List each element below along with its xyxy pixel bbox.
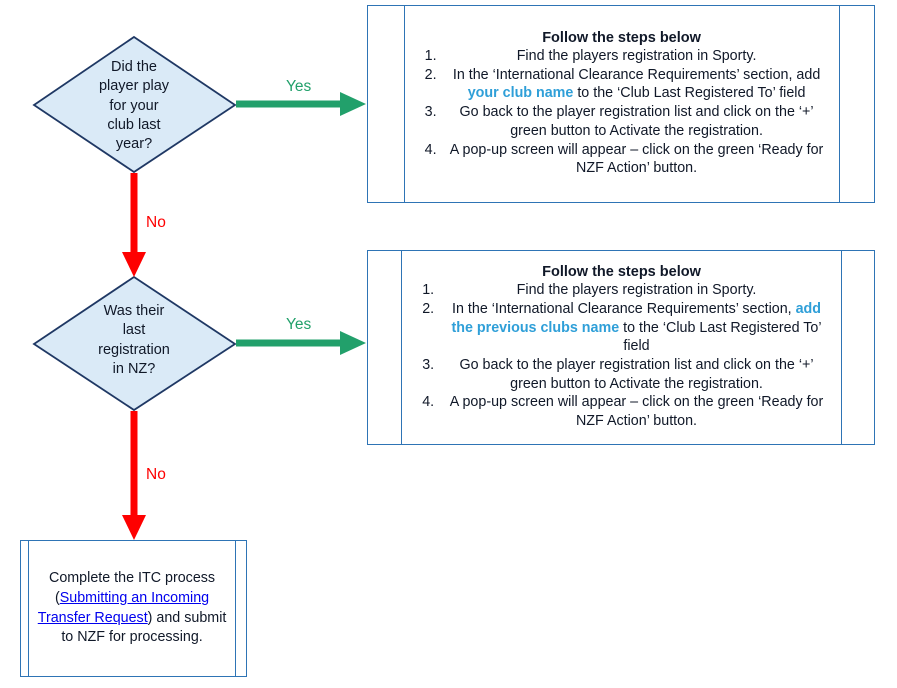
decision-2-label: Was their last registration in NZ? — [98, 303, 170, 377]
box-2-steps: Find the players registration in Sporty.… — [408, 281, 835, 431]
step-text: In the ‘International Clearance Requirem… — [452, 300, 796, 317]
box-1-content-cell: Follow the steps below Find the players … — [404, 6, 839, 202]
box-3-left-spacer-cell — [21, 541, 30, 676]
step-item: In the ‘International Clearance Requirem… — [411, 66, 833, 103]
box-3-content-cell: Complete the ITC process (Submitting an … — [29, 541, 235, 676]
box-3-right-spacer-cell — [234, 541, 247, 676]
step-item: Find the players registration in Sporty. — [411, 47, 833, 66]
edge-label-no-2: No — [146, 466, 166, 483]
instruction-box-1: Follow the steps below Find the players … — [367, 5, 875, 203]
box-2-left-spacer-cell — [368, 251, 403, 444]
box-1-steps: Find the players registration in Sporty.… — [411, 47, 833, 178]
step-item: A pop-up screen will appear – click on t… — [411, 141, 833, 178]
step-text: Find the players registration in Sporty. — [516, 47, 757, 64]
step-highlight-text: add the previous clubs name — [451, 300, 822, 336]
edge-label-yes-1: Yes — [286, 78, 312, 95]
decision-diamond-1 — [32, 35, 237, 174]
step-text: Find the players registration in Sporty. — [516, 282, 757, 299]
step-text-continued: to the ‘Club Last Registered To’ field — [619, 319, 822, 355]
step-text: Go back to the player registration list … — [459, 357, 814, 392]
step-item: Find the players registration in Sporty. — [408, 281, 835, 300]
itc-process-text: Complete the ITC process (Submitting an … — [35, 569, 228, 647]
step-item: Go back to the player registration list … — [408, 356, 835, 393]
edge-label-yes-2: Yes — [286, 316, 312, 333]
step-highlight-text: your club name — [467, 85, 574, 102]
itc-text-pre: Complete the ITC process ( — [49, 570, 216, 606]
box-2-content-cell: Follow the steps below Find the players … — [402, 251, 841, 444]
step-text: A pop-up screen will appear – click on t… — [449, 394, 824, 430]
step-item: In the ‘International Clearance Requirem… — [408, 300, 835, 356]
decision-diamond-2 — [32, 275, 237, 412]
arrow-no-2 — [122, 411, 146, 540]
itc-process-box: Complete the ITC process (Submitting an … — [20, 540, 247, 677]
step-text: In the ‘International Clearance Requirem… — [452, 66, 821, 83]
box-2-right-spacer-cell — [840, 251, 874, 444]
arrow-no-1 — [122, 173, 146, 277]
decision-1-label: Did the player play for your club last y… — [98, 59, 170, 153]
step-text: Go back to the player registration list … — [459, 104, 814, 139]
box-2-title: Follow the steps below — [542, 264, 701, 281]
step-item: Go back to the player registration list … — [411, 103, 833, 140]
box-1-title: Follow the steps below — [542, 29, 701, 46]
box-1-right-spacer-cell — [838, 6, 874, 202]
box-1-left-spacer-cell — [368, 6, 405, 202]
step-item: A pop-up screen will appear – click on t… — [408, 393, 835, 430]
arrow-yes-2 — [236, 331, 366, 355]
step-text: A pop-up screen will appear – click on t… — [449, 141, 824, 177]
edge-label-no-1: No — [146, 214, 166, 231]
itc-text-post: ) and submit to NZF for processing. — [61, 609, 227, 646]
step-text-continued: to the ‘Club Last Registered To’ field — [573, 85, 806, 102]
itc-submitting-request-link[interactable]: Submitting an Incoming Transfer Request — [37, 589, 210, 626]
instruction-box-2: Follow the steps below Find the players … — [367, 250, 875, 445]
